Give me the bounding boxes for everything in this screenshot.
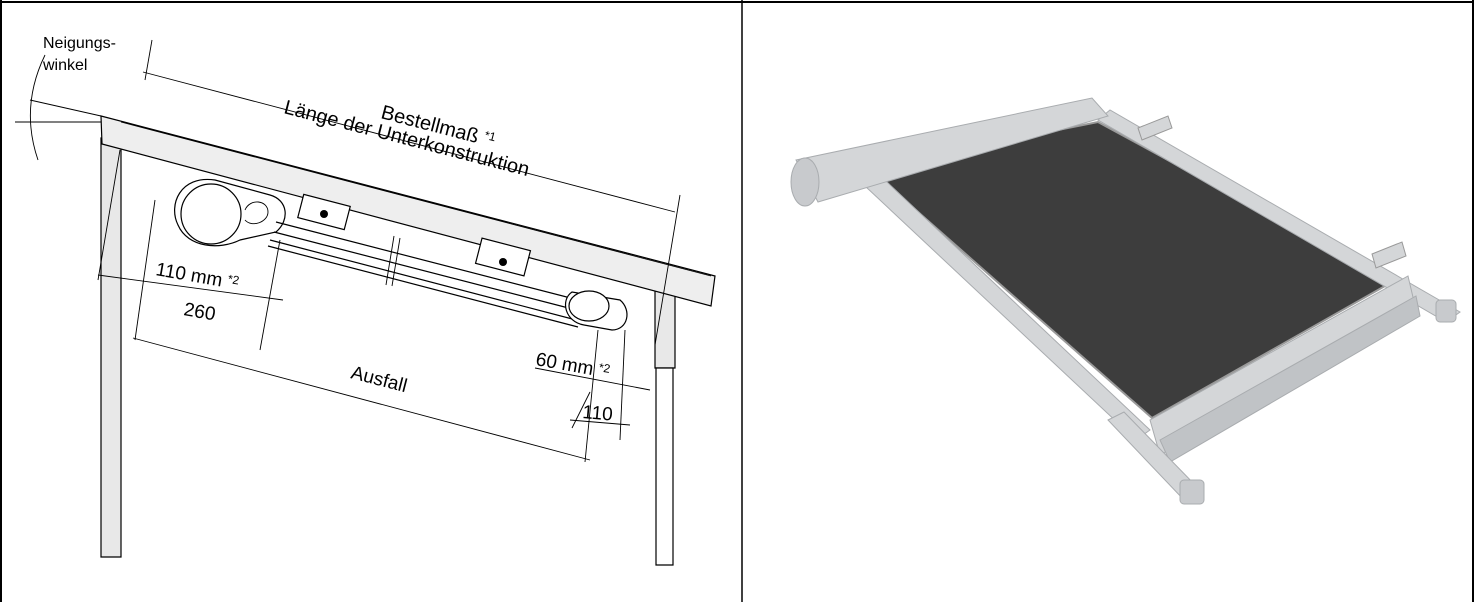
dim-ext-260 (259, 239, 281, 351)
dim-ext-left (97, 149, 121, 281)
cassette-end-cap (790, 157, 820, 207)
mount-bolt-left (320, 210, 328, 218)
label-110mm: 110 mm *2 (154, 259, 241, 294)
mount-bracket-right (474, 237, 532, 277)
front-roller (568, 290, 610, 322)
front-bar-shadow (1159, 295, 1421, 463)
right-post-lower (655, 367, 674, 566)
break-mark-2 (391, 237, 401, 287)
angle-line-slope (29, 99, 102, 117)
top-bracket-left (1137, 115, 1173, 141)
dim-ext-order-size (654, 194, 681, 346)
angle-tick (144, 39, 153, 81)
dim-line-60mm (534, 367, 651, 391)
beam (100, 115, 716, 307)
dim-ext-left-2 (134, 199, 156, 341)
beam-edge (120, 121, 712, 277)
angle-arc (29, 54, 46, 161)
dim-line-110 (569, 419, 631, 426)
technical-drawing: Neigungs- winkel Bestellmaß *1 Länge der… (15, 35, 716, 566)
label-60mm: 60 mm *2 (534, 349, 612, 383)
dim-line-ausfall (132, 337, 591, 461)
break-mark-1 (385, 235, 395, 286)
hook (244, 201, 269, 225)
rail-top (275, 221, 591, 304)
dim-line-order-size (142, 71, 676, 213)
label-110: 110 (582, 402, 614, 426)
rail-bottom2 (267, 245, 579, 328)
rail-mid (273, 231, 585, 313)
label-angle-2: winkel (42, 57, 87, 74)
dim-ext-ausfall (584, 329, 599, 463)
dim-ext-110 (619, 329, 626, 441)
label-ausfall: Ausfall (349, 363, 409, 398)
mount-bolt-right (499, 258, 507, 266)
label-angle-1: Neigungs- (43, 35, 116, 52)
label-260: 260 (182, 299, 217, 325)
bottom-rail-left-end (1179, 479, 1205, 505)
bottom-rail-right-end (1435, 299, 1457, 323)
roller-tube (180, 183, 242, 245)
rail-bottom (269, 239, 581, 322)
dim-line-110mm (97, 274, 284, 301)
product-rendering (790, 97, 1461, 505)
dim-ext-110-left (571, 391, 591, 429)
top-bracket-right (1371, 241, 1407, 269)
